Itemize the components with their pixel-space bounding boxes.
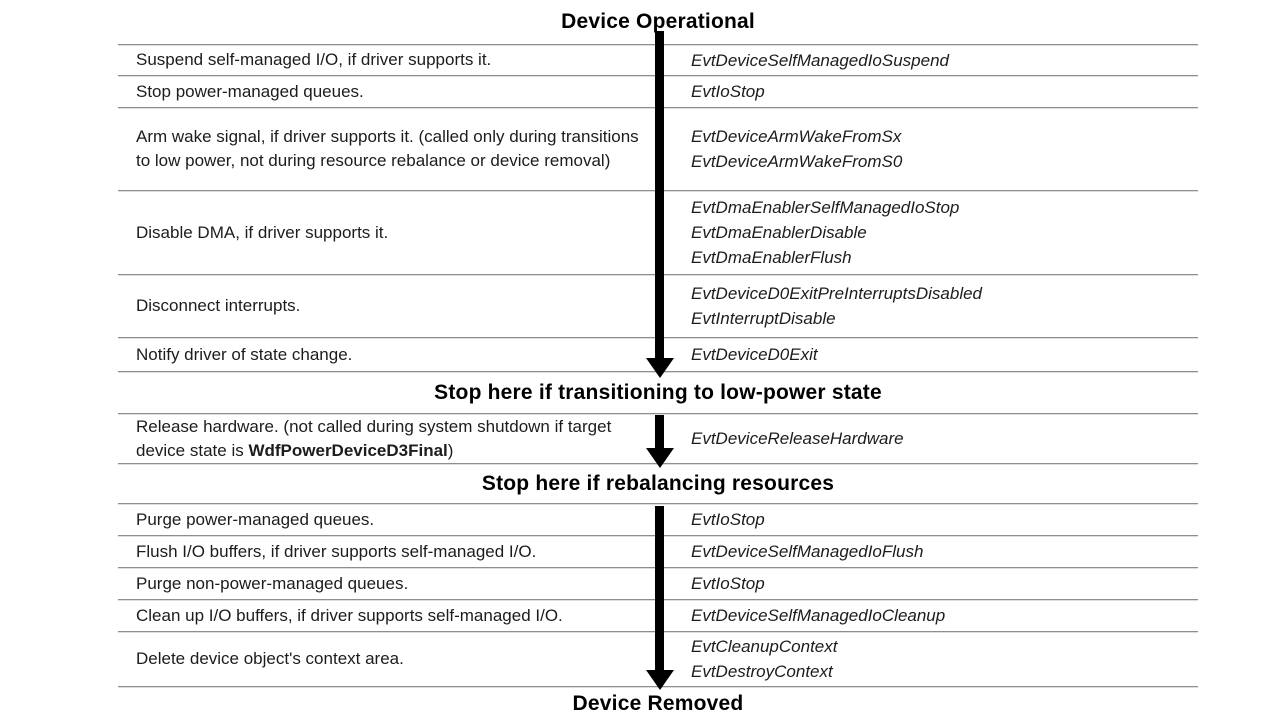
action-text: Purge power-managed queues. — [136, 509, 375, 529]
action-text: Delete device object's context area. — [136, 649, 404, 668]
callback-name: EvtCleanupContext — [691, 637, 838, 656]
bottom-title: Device Removed — [118, 686, 1198, 720]
callback-name: EvtDeviceArmWakeFromS0 — [691, 152, 903, 171]
callback-name: EvtDmaEnablerFlush — [691, 248, 852, 267]
action-cell: Release hardware. (not called during sys… — [118, 414, 660, 463]
action-text-bold: WdfPowerDeviceD3Final — [248, 440, 448, 460]
down-arrow-icon — [646, 506, 674, 690]
callback-cell: EvtDeviceSelfManagedIoFlush — [660, 536, 1198, 567]
action-cell: Suspend self-managed I/O, if driver supp… — [118, 45, 660, 75]
callback-name: EvtDeviceSelfManagedIoCleanup — [691, 606, 946, 625]
arrow-head-icon — [646, 448, 674, 468]
action-text: Stop power-managed queues. — [136, 81, 364, 101]
callback-name: EvtDestroyContext — [691, 662, 833, 681]
section-break-rebalance: Stop here if rebalancing resources — [118, 463, 1198, 503]
action-text: Clean up I/O buffers, if driver supports… — [136, 605, 563, 625]
callback-cell: EvtDeviceD0ExitPreInterruptsDisabled Evt… — [660, 275, 1198, 337]
callback-name: EvtDmaEnablerSelfManagedIoStop — [691, 198, 960, 217]
callback-name: EvtDeviceD0Exit — [691, 345, 818, 364]
callback-name: EvtInterruptDisable — [691, 309, 836, 328]
callback-name: EvtDeviceSelfManagedIoSuspend — [691, 50, 949, 70]
callback-name: EvtDmaEnablerDisable — [691, 223, 867, 242]
action-cell: Purge non-power-managed queues. — [118, 568, 660, 599]
down-arrow-icon — [646, 31, 674, 409]
action-text: Disconnect interrupts. — [136, 296, 301, 315]
callback-name: EvtIoStop — [691, 82, 765, 101]
table-row: Release hardware. (not called during sys… — [118, 413, 1198, 463]
callback-cell: EvtDeviceArmWakeFromSx EvtDeviceArmWakeF… — [660, 108, 1198, 190]
action-cell: Disconnect interrupts. — [118, 275, 660, 337]
callback-cell: EvtDeviceReleaseHardware — [660, 414, 1198, 463]
callback-cell: EvtIoStop — [660, 504, 1198, 535]
table-row: Arm wake signal, if driver supports it. … — [118, 107, 1198, 190]
arrow-head-icon — [646, 358, 674, 378]
table-row: Purge power-managed queues. EvtIoStop — [118, 503, 1198, 535]
action-cell: Clean up I/O buffers, if driver supports… — [118, 600, 660, 631]
arrow-shaft — [655, 415, 664, 451]
arrow-head-icon — [646, 670, 674, 690]
top-title: Device Operational — [561, 10, 755, 33]
arrow-shaft — [655, 31, 664, 360]
callback-name: EvtDeviceArmWakeFromSx — [691, 127, 902, 146]
callback-name: EvtDeviceSelfManagedIoFlush — [691, 542, 924, 561]
action-cell: Disable DMA, if driver supports it. — [118, 191, 660, 274]
action-text: Flush I/O buffers, if driver supports se… — [136, 541, 537, 561]
action-text: Suspend self-managed I/O, if driver supp… — [136, 50, 492, 69]
callback-cell: EvtIoStop — [660, 568, 1198, 599]
callback-name: EvtIoStop — [691, 510, 765, 529]
callback-cell: EvtCleanupContext EvtDestroyContext — [660, 632, 1198, 686]
callback-name: EvtIoStop — [691, 574, 765, 593]
action-text: Purge non-power-managed queues. — [136, 573, 409, 593]
down-arrow-icon — [646, 415, 674, 468]
action-text: Disable DMA, if driver supports it. — [136, 222, 389, 242]
action-cell: Flush I/O buffers, if driver supports se… — [118, 536, 660, 567]
callback-name: EvtDeviceReleaseHardware — [691, 429, 904, 448]
callback-name: EvtDeviceD0ExitPreInterruptsDisabled — [691, 284, 983, 303]
callback-cell: EvtDeviceSelfManagedIoSuspend — [660, 45, 1198, 75]
flow-table: Device Operational Suspend self-managed … — [118, 0, 1198, 720]
action-cell: Purge power-managed queues. — [118, 504, 660, 535]
action-cell: Stop power-managed queues. — [118, 76, 660, 107]
callback-cell: EvtDeviceD0Exit — [660, 338, 1198, 371]
action-text: Release hardware. (not called during sys… — [136, 415, 646, 463]
action-cell: Delete device object's context area. — [118, 632, 660, 686]
callback-cell: EvtIoStop — [660, 76, 1198, 107]
action-text: Notify driver of state change. — [136, 344, 353, 364]
callback-cell: EvtDmaEnablerSelfManagedIoStop EvtDmaEna… — [660, 191, 1198, 274]
action-cell: Arm wake signal, if driver supports it. … — [118, 108, 660, 190]
action-cell: Notify driver of state change. — [118, 338, 660, 371]
callback-cell: EvtDeviceSelfManagedIoCleanup — [660, 600, 1198, 631]
action-text: Arm wake signal, if driver supports it. … — [136, 127, 639, 170]
action-text-pre: Release hardware. (not called during sys… — [136, 416, 612, 460]
action-text-post: ) — [447, 440, 454, 460]
arrow-shaft — [655, 506, 664, 673]
